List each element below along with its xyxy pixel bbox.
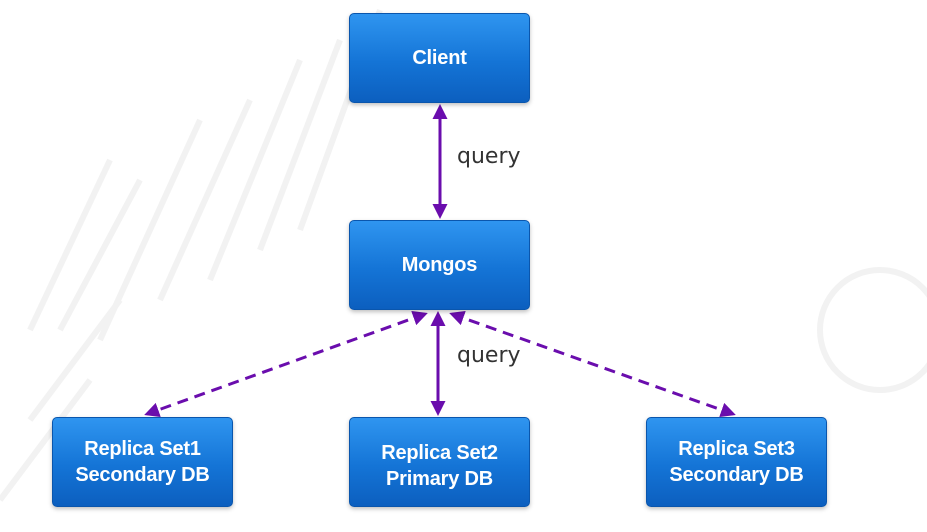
edge-mongos-rs3 — [449, 310, 736, 418]
node-replica-set2: Replica Set2 Primary DB — [349, 417, 530, 507]
node-replica-set3: Replica Set3 Secondary DB — [646, 417, 827, 507]
node-client-label: Client — [412, 47, 467, 69]
node-mongos-label: Mongos — [401, 254, 478, 276]
node-replica-set1-line1: Replica Set1 — [84, 438, 201, 460]
node-replica-set2-line1: Replica Set2 — [381, 442, 498, 464]
node-replica-set3-line2: Secondary DB — [669, 464, 804, 486]
node-client: Client — [349, 13, 530, 103]
edge-label-client-mongos: query — [457, 144, 521, 169]
edge-label-mongos-rs2: query — [457, 343, 521, 368]
node-replica-set1: Replica Set1 Secondary DB — [52, 417, 233, 507]
node-replica-set3-line1: Replica Set3 — [678, 438, 795, 460]
node-replica-set2-line2: Primary DB — [386, 468, 493, 490]
node-replica-set1-line2: Secondary DB — [75, 464, 210, 486]
node-mongos: Mongos — [349, 220, 530, 310]
edge-mongos-rs1 — [144, 311, 428, 417]
